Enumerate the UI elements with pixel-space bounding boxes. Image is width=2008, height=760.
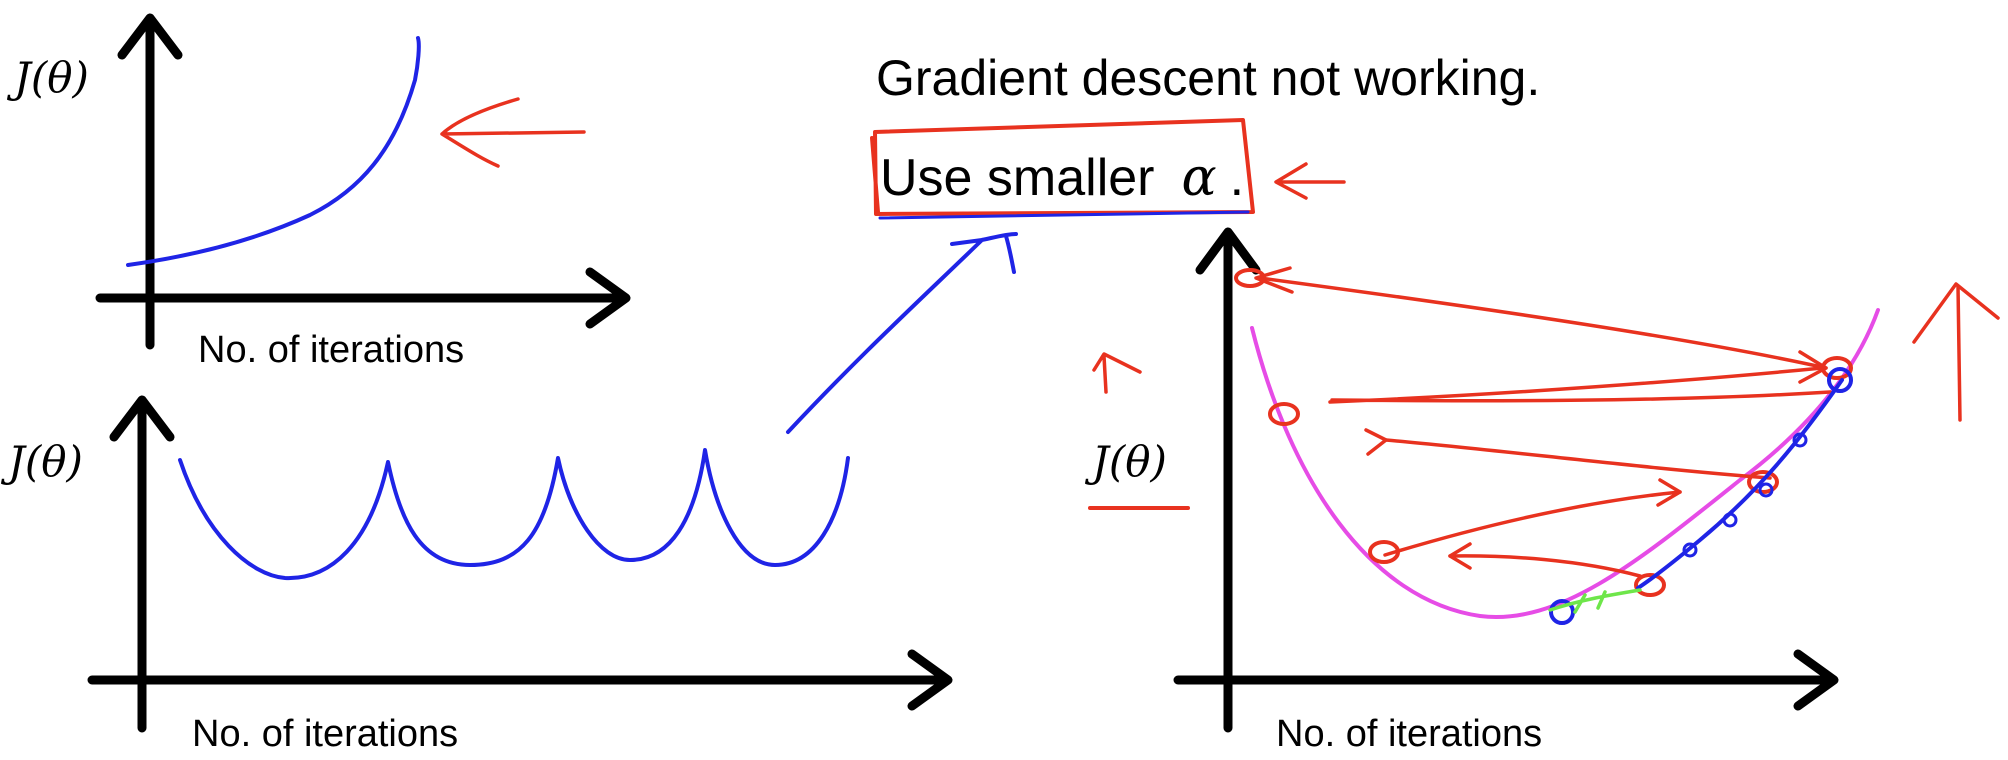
advice-suffix: . (1230, 149, 1244, 207)
left-up-arrow (1092, 352, 1142, 394)
top-left-x-label: No. of iterations (198, 329, 464, 371)
diverging-cost-curve (126, 36, 421, 267)
right-y-label: J(θ) (1084, 437, 1167, 486)
cost-surface-curve (1250, 308, 1880, 619)
top-left-x-axis (95, 267, 631, 329)
bottom-left-x-axis (87, 649, 953, 711)
right-x-axis (1173, 649, 1839, 711)
advice-prefix: Use smaller (880, 149, 1155, 207)
advice-arrow (1274, 162, 1346, 200)
top-left-y-label: J(θ) (6, 53, 89, 102)
right-up-arrow (1912, 282, 2000, 422)
top-left-plot: J(θ) No. of iterations (6, 13, 631, 371)
overshoot-arrowheads (1254, 266, 1828, 570)
overshoot-path (1258, 276, 1832, 578)
pointer-arrow (786, 232, 1018, 434)
small-steps-markers (1549, 367, 1853, 625)
right-y-axis (1195, 227, 1261, 733)
top-left-y-axis (117, 13, 183, 350)
alpha-symbol: α (1182, 148, 1217, 208)
headline-text: Gradient descent not working. (876, 50, 1540, 106)
advice-box-outline (870, 118, 1255, 216)
top-left-arrow (440, 97, 586, 168)
right-x-label: No. of iterations (1276, 713, 1542, 755)
oscillating-cost-curve (178, 448, 850, 581)
advice-box: Use smaller α . (870, 118, 1346, 220)
bottom-left-y-label: J(θ) (0, 437, 83, 486)
tiny-steps-path (1548, 588, 1642, 614)
bottom-left-y-axis (109, 395, 175, 733)
bottom-left-x-label: No. of iterations (192, 713, 458, 755)
overshoot-markers (1234, 268, 1853, 597)
headline-group: Gradient descent not working. (876, 50, 1540, 106)
advice-underline (878, 210, 1250, 220)
bottom-left-plot: J(θ) No. of iterations (0, 232, 1018, 755)
right-plot: J(θ) No. of iterations (1084, 227, 2000, 755)
advice-text: Use smaller α . (880, 148, 1244, 208)
